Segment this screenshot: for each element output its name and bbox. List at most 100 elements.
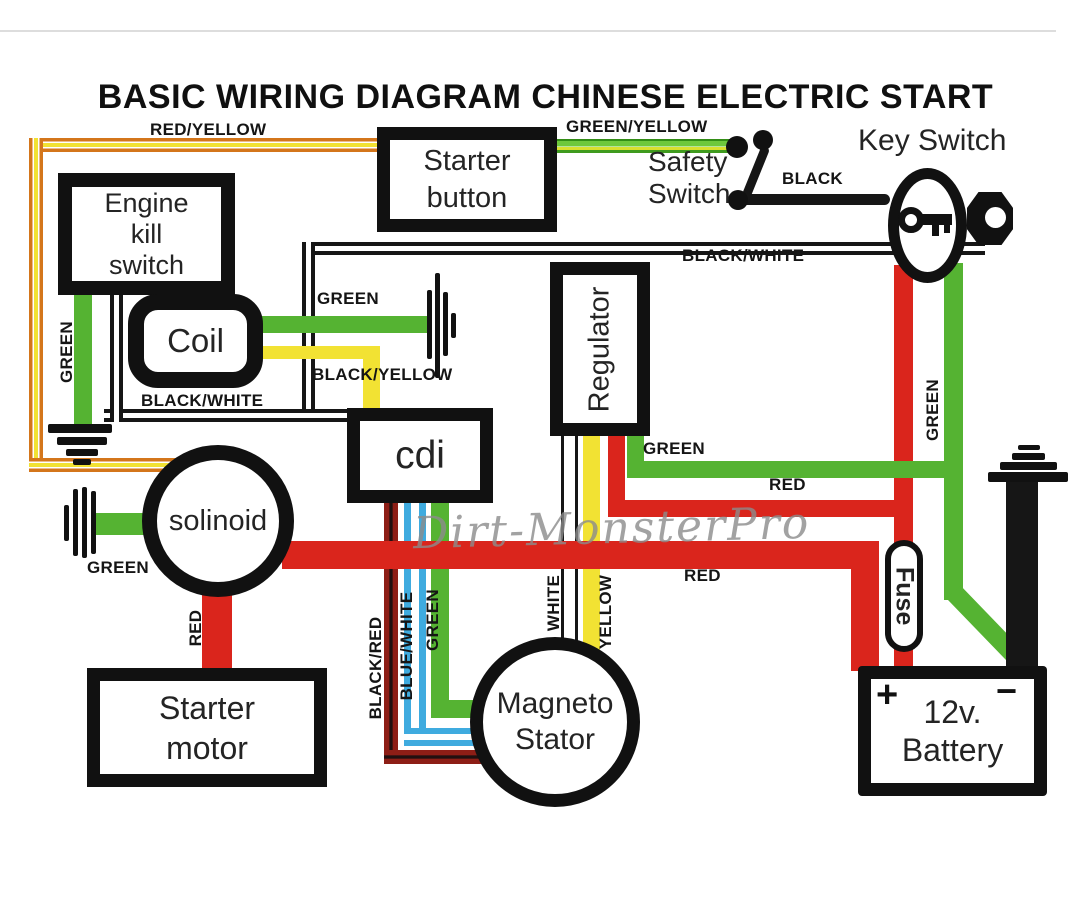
ground-icon-left xyxy=(66,449,98,456)
wire-red-regulator-v xyxy=(608,430,625,517)
starter-button-label: button xyxy=(426,181,508,214)
ground-icon-right xyxy=(988,472,1068,482)
key-bolt-hole xyxy=(985,207,1006,228)
wire-red-main xyxy=(282,541,879,569)
safety-switch-contact-dot xyxy=(726,136,748,158)
safety-switch-title: Safety Switch xyxy=(648,146,730,210)
page-title: BASIC WIRING DIAGRAM CHINESE ELECTRIC ST… xyxy=(97,78,994,116)
wire-black-white-killswitch xyxy=(110,293,123,422)
spark-plug-icon-left xyxy=(64,505,69,541)
wire-label-black-white-lower: BLACK/WHITE xyxy=(141,391,264,410)
wire-black-yellow-h xyxy=(256,346,380,359)
wire-label-green-solenoid: GREEN xyxy=(87,558,149,577)
ground-icon-left xyxy=(57,437,107,445)
wire-label-red-yellow: RED/YELLOW xyxy=(150,120,267,139)
wire-black-red-v xyxy=(384,500,398,764)
coil-box: Coil xyxy=(128,294,263,388)
wire-label-green-keyswitch: GREEN xyxy=(923,379,942,441)
engine-kill-switch-box: Engine kill switch xyxy=(58,173,235,295)
wire-label-green-killswitch: GREEN xyxy=(57,321,76,383)
magneto-stator-label: Stator xyxy=(514,723,596,756)
wire-red-regulator-h xyxy=(608,500,913,517)
solenoid-label: solinoid xyxy=(168,504,268,537)
wire-label-green-coil: GREEN xyxy=(317,289,379,308)
fuse: Fuse xyxy=(885,540,923,652)
wire-green-regulator-h xyxy=(627,461,957,478)
wire-label-green-regulator: GREEN xyxy=(643,439,705,458)
starter-button-box: Starter button xyxy=(377,127,557,232)
safety-switch-pivot-dot xyxy=(728,190,748,210)
battery-plus-terminal: + xyxy=(876,674,899,716)
regulator-label: Regulator xyxy=(583,286,616,412)
starter-button-label: Starter xyxy=(423,144,511,177)
wire-red-yellow-top xyxy=(36,138,378,152)
ground-icon-left xyxy=(73,459,91,465)
wire-black-white-lower xyxy=(104,409,350,422)
safety-switch-label: Safety xyxy=(648,146,728,177)
wire-black-keyswitch xyxy=(734,194,890,205)
wire-yellow xyxy=(583,430,600,650)
coil-label: Coil xyxy=(167,322,224,359)
fuse-label: Fuse xyxy=(890,566,919,626)
wire-label-green-cdi: GREEN xyxy=(423,589,442,651)
starter-motor-box: Starter motor xyxy=(87,668,327,787)
wire-label-black-white-upper: BLACK/WHITE xyxy=(682,246,805,265)
battery-label: 12v. xyxy=(923,694,982,730)
cdi-box: cdi xyxy=(347,408,493,503)
spark-plug-icon-left xyxy=(91,491,96,554)
wire-red-yellow-left xyxy=(29,138,43,472)
ground-pole xyxy=(1006,481,1038,671)
spark-plug-icon xyxy=(451,313,456,338)
engine-kill-switch-label: kill xyxy=(130,218,163,249)
scan-artifact-line xyxy=(0,30,1056,32)
spark-plug-icon xyxy=(427,290,432,359)
starter-motor-label: motor xyxy=(166,729,248,766)
watermark-text: Dirt-MonsterPro xyxy=(412,497,811,560)
ground-icon-right xyxy=(1018,445,1040,450)
battery-inner: 12v. Battery xyxy=(871,679,1034,783)
wire-green-cdi-h xyxy=(431,700,473,718)
cdi-label: cdi xyxy=(395,433,445,477)
spark-plug-icon-left xyxy=(82,487,87,558)
wire-green-killswitch xyxy=(74,293,92,426)
key-icon-tooth xyxy=(932,225,939,236)
wire-green-yellow xyxy=(555,139,737,153)
spark-plug-icon-left xyxy=(73,489,78,556)
wire-label-blue-white: BLUE/WHITE xyxy=(397,591,416,701)
wire-white xyxy=(561,430,578,645)
wire-black-yellow-v xyxy=(363,346,380,412)
wire-label-black-yellow: BLACK/YELLOW xyxy=(312,365,453,384)
wire-blue-white-h xyxy=(404,728,480,746)
wire-label-red-regulator: RED xyxy=(769,475,806,494)
safety-switch-label: Switch xyxy=(648,178,731,209)
wire-green-solenoid xyxy=(96,513,148,535)
spark-plug-icon xyxy=(435,273,440,378)
wire-label-black: BLACK xyxy=(782,169,843,188)
wire-red-starter-motor xyxy=(202,583,232,673)
wire-label-green-yellow: GREEN/YELLOW xyxy=(566,117,708,136)
magneto-stator-label: Magneto xyxy=(496,687,614,720)
key-icon-tooth xyxy=(944,225,950,233)
ground-icon-right xyxy=(1012,453,1045,460)
regulator-box: Regulator xyxy=(550,262,650,436)
key-switch-title: Key Switch xyxy=(858,124,1007,157)
engine-kill-switch-label: switch xyxy=(108,249,184,280)
safety-switch-lever-dot xyxy=(753,130,773,150)
solenoid-circle: solinoid xyxy=(142,445,294,597)
engine-kill-switch-label: Engine xyxy=(104,187,189,218)
wire-green-keyswitch xyxy=(944,263,963,600)
spark-plug-icon xyxy=(443,292,448,356)
wire-red-yellow-bottom xyxy=(29,458,176,472)
wire-label-red-starter-motor: RED xyxy=(186,609,205,647)
wire-label-yellow: YELLOW xyxy=(596,574,615,650)
wire-black-red-h xyxy=(384,750,482,764)
starter-motor-label: Starter xyxy=(158,689,256,726)
key-icon-shaft xyxy=(920,214,952,225)
ground-icon-right xyxy=(1000,462,1057,470)
wire-red-main-drop xyxy=(851,541,879,671)
wire-black-white-upper xyxy=(303,242,985,255)
battery-label: Battery xyxy=(901,732,1004,768)
wire-label-black-red: BLACK/RED xyxy=(366,616,385,720)
wire-green-coil xyxy=(256,316,428,333)
